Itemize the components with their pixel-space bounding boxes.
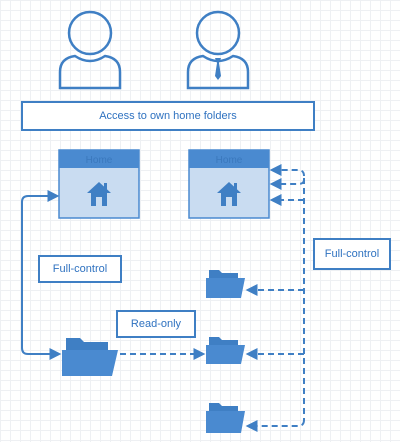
full-control-arrow-left — [21, 190, 62, 360]
user-icon — [58, 10, 122, 90]
access-banner: Access to own home folders — [21, 101, 315, 131]
folder-icon-middle — [206, 337, 245, 364]
full-control-label-right: Full-control — [313, 238, 391, 270]
house-icon — [217, 182, 241, 206]
house-icon — [87, 182, 111, 206]
manager-user-icon — [186, 10, 250, 90]
home-window-title: Home — [216, 155, 243, 166]
tie-icon — [215, 58, 221, 80]
folder-icon-bottom — [206, 403, 245, 433]
bracket-arrow-upper — [269, 178, 305, 190]
home-window-title: Home — [86, 155, 113, 166]
home-window-right: Home — [188, 149, 270, 219]
folder-icon-top — [206, 270, 245, 298]
full-control-label-left: Full-control — [38, 255, 122, 283]
home-window-left: Home — [58, 149, 140, 219]
bracket-arrow-top — [269, 164, 305, 177]
bracket-arrow-folder-bottom — [245, 419, 305, 432]
read-only-label: Read-only — [116, 310, 196, 338]
folder-icon-large — [62, 338, 118, 376]
